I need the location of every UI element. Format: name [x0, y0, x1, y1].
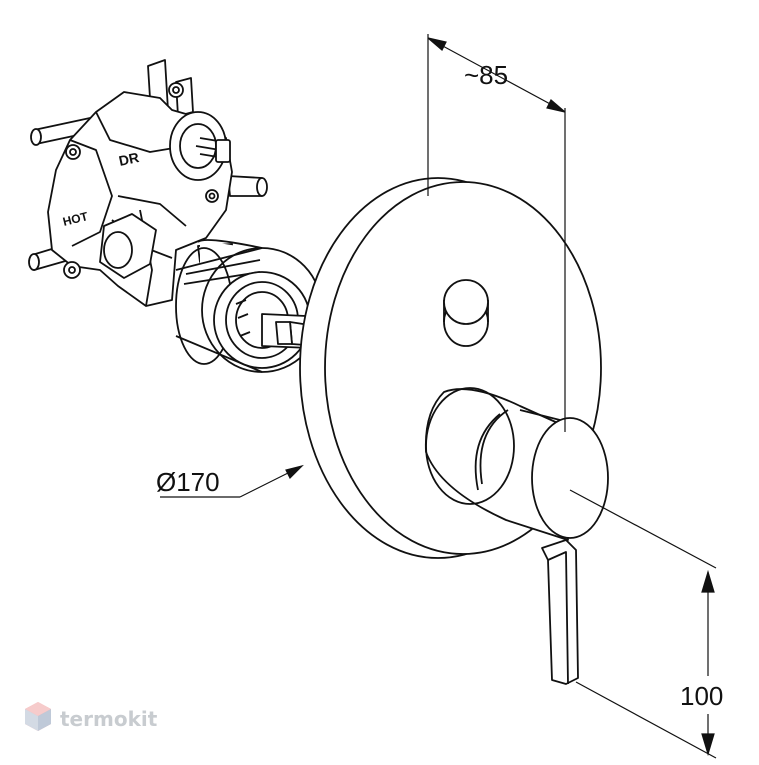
diverter-button — [443, 279, 489, 347]
dimension-diameter — [160, 464, 304, 498]
valve-label-dr: DR — [117, 149, 140, 169]
mixer-lever — [541, 539, 579, 685]
dimension-lever-length — [569, 489, 717, 759]
dimension-diameter-label: Ø170 — [156, 467, 220, 497]
dimension-depth-label: ~85 — [464, 60, 508, 90]
valve-label-hot: HOT — [61, 209, 90, 229]
mixer-handle — [424, 387, 609, 541]
dimension-depth — [427, 34, 566, 432]
cube-logo-icon — [25, 702, 51, 731]
dimension-lever-length-label: 100 — [680, 681, 723, 711]
lever-length-label-mask — [676, 676, 744, 714]
watermark-text: termokit — [60, 707, 158, 731]
